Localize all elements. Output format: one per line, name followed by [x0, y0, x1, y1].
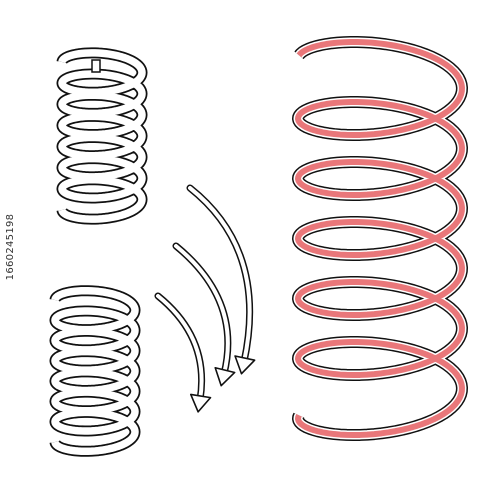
arrow-group	[154, 184, 256, 413]
small-spring-top-coil-fill	[58, 49, 146, 223]
arrow-medium-head	[214, 366, 236, 387]
arrow-short-head	[189, 393, 212, 413]
arrow-long	[186, 184, 256, 375]
spring-end-tab	[91, 59, 101, 73]
arrow-long-shaft-outline	[186, 184, 254, 366]
arrow-long-shaft-fill	[188, 186, 252, 364]
large-spring-stretched	[292, 35, 468, 442]
small-spring-bottom-coil-fill	[51, 286, 139, 456]
stock-id-text: 1660245198	[5, 213, 16, 281]
arrow-short	[154, 292, 212, 413]
arrow-short-shaft-fill	[156, 294, 204, 402]
small-spring-bottom	[49, 285, 141, 457]
arrow-long-head	[234, 355, 256, 375]
arrow-medium-shaft-fill	[174, 244, 230, 376]
small-spring-top	[56, 47, 148, 225]
arrow-medium	[172, 242, 236, 387]
large-spring-stretched-coil-color	[295, 38, 465, 439]
